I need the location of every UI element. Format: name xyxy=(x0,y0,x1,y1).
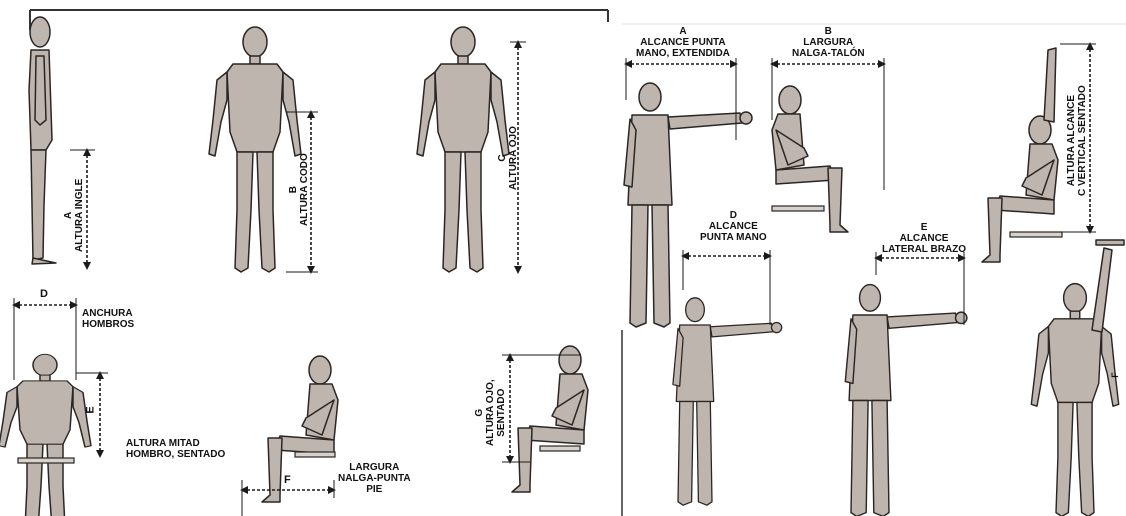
raised-arm-2 xyxy=(1092,248,1112,332)
figure-lateral-reach xyxy=(845,285,967,516)
label-F-letter: F xyxy=(284,474,291,486)
figure-reach-extended xyxy=(624,83,752,327)
label-rF: F xyxy=(1110,372,1120,378)
seat-profile-eye xyxy=(540,446,580,451)
arrowhead xyxy=(1086,42,1094,50)
label-E-text: ALTURA MITAD HOMBRO, SENTADO xyxy=(126,438,225,460)
arrowhead xyxy=(624,60,632,68)
arrowhead xyxy=(307,110,315,118)
label-rB: B LARGURA NALGA-TALÓN xyxy=(792,26,865,59)
arrowhead xyxy=(878,60,886,68)
arrowhead xyxy=(514,266,522,274)
label-G: G ALTURA OJO, SENTADO xyxy=(474,379,507,446)
arrowhead xyxy=(958,254,966,262)
label-A: A ALTURA INGLE xyxy=(63,179,85,252)
label-rC: ALTURA ALCANCE C VERTICAL SENTADO xyxy=(1066,85,1088,196)
arrowhead xyxy=(514,40,522,48)
seat-profile xyxy=(295,452,335,457)
seat-back-view xyxy=(18,458,74,463)
figure-reach-front xyxy=(673,298,782,505)
label-rE: E ALCANCE LATERAL BRAZO xyxy=(882,222,966,255)
label-B: B ALTURA CODO xyxy=(288,153,310,226)
arrowhead xyxy=(506,456,514,464)
arrowhead xyxy=(70,301,78,309)
label-D-text: ANCHURA HOMBROS xyxy=(82,308,134,330)
arrowhead xyxy=(240,486,248,494)
arrowhead xyxy=(12,301,20,309)
label-D-letter: D xyxy=(40,288,48,300)
seat-leg-extended xyxy=(772,206,824,211)
arrowhead xyxy=(96,450,104,458)
figure-front-standing xyxy=(209,27,301,272)
arrowhead xyxy=(681,252,689,260)
arrowhead xyxy=(328,486,336,494)
figure-profile-standing xyxy=(29,17,56,264)
label-E-letter: E xyxy=(85,406,97,413)
raised-arm xyxy=(1044,48,1056,122)
arrowhead xyxy=(764,252,772,260)
figure-front-arm-up xyxy=(1031,284,1118,516)
arrowhead xyxy=(770,60,778,68)
grip-bar xyxy=(1096,240,1124,245)
figure-seated-vertical-reach xyxy=(982,116,1058,262)
figure-front-standing-eye xyxy=(417,27,509,272)
arrowhead xyxy=(83,262,91,270)
arrowhead xyxy=(307,266,315,274)
arrowhead xyxy=(506,353,514,361)
arrowhead xyxy=(83,148,91,156)
seat-vertical-reach xyxy=(1010,232,1062,237)
arrowhead xyxy=(730,60,738,68)
arrowhead xyxy=(1086,226,1094,234)
arrowhead xyxy=(874,254,882,262)
label-F-text: LARGURA NALGA-PUNTA PIE xyxy=(338,462,411,495)
label-rD: D ALCANCE PUNTA MANO xyxy=(700,210,767,243)
label-C: C ALTURA OJO xyxy=(497,126,519,190)
figure-seated-profile xyxy=(262,356,338,502)
arrowhead xyxy=(96,371,104,379)
figure-seated-profile-eye xyxy=(512,346,588,492)
label-rA: A ALCANCE PUNTA MANO, EXTENDIDA xyxy=(636,26,730,59)
